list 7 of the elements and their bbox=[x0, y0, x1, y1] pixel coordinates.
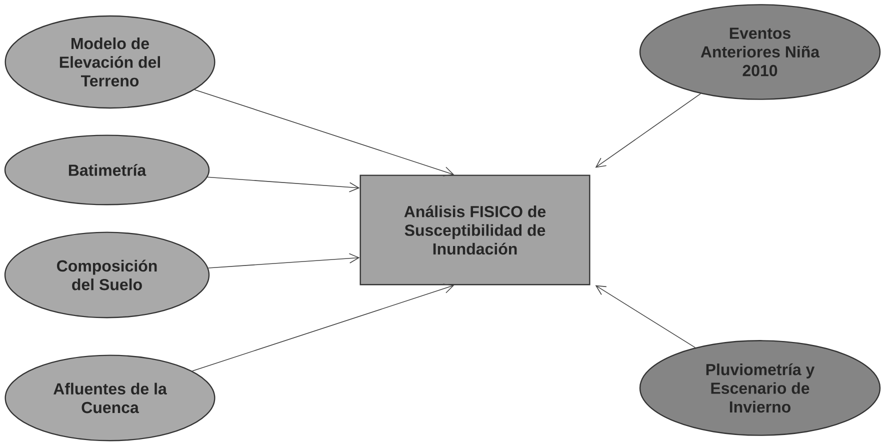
arrow bbox=[208, 253, 360, 268]
arrow bbox=[595, 285, 696, 348]
arrow bbox=[194, 89, 454, 176]
analysis-box: Análisis FISICO de Susceptibilidad de Inundación bbox=[360, 174, 590, 286]
arrow bbox=[207, 176, 360, 192]
arrow bbox=[192, 284, 454, 372]
arrow bbox=[595, 93, 702, 168]
